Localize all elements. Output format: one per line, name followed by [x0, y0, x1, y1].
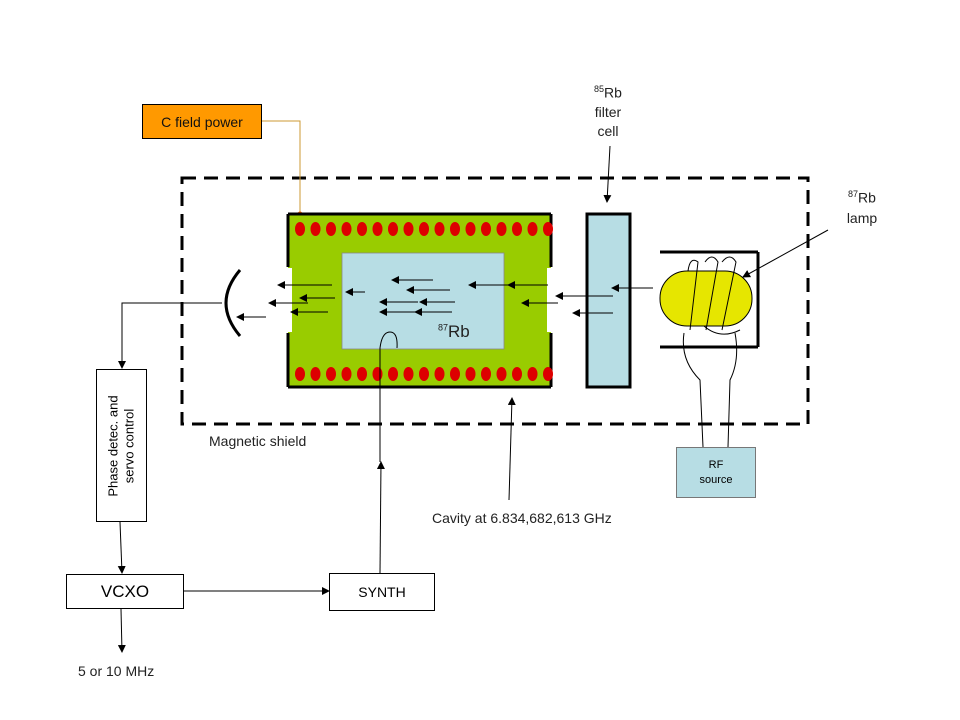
absorption-cell	[341, 252, 505, 350]
coil-dot	[372, 367, 383, 381]
coil-dot	[403, 367, 414, 381]
coil-dot	[310, 222, 321, 236]
cell-isotope: 87	[438, 322, 449, 333]
c-field-power-box: C field power	[142, 104, 262, 139]
magnetic-shield-label: Magnetic shield	[209, 433, 307, 449]
coil-dot	[465, 222, 476, 236]
coil-dot	[295, 367, 305, 381]
lamp-isotope: 87	[848, 189, 859, 199]
synth-to-cavity-arrow	[376, 461, 385, 574]
coil-dot	[310, 367, 321, 381]
coil-dot	[403, 222, 414, 236]
coil-dot	[481, 222, 491, 236]
coil-dot	[357, 222, 367, 236]
rf-source-line2: source	[699, 473, 733, 486]
cavity-label: Cavity at 6.834,682,613 GHz	[432, 510, 612, 526]
servo-to-vcxo-arrow	[117, 521, 126, 574]
vcxo-box: VCXO	[66, 574, 184, 609]
c-field-power-label: C field power	[161, 113, 243, 130]
phase-detector-label: Phase detec. and servo control	[105, 394, 137, 497]
photodetector	[224, 269, 242, 337]
filter-cell-element: Rb	[604, 84, 622, 101]
filter-cell-label: 85Rb filter cell	[578, 80, 638, 141]
coil-dot	[372, 222, 383, 236]
vcxo-label: VCXO	[100, 581, 150, 601]
coil-dot	[388, 367, 398, 381]
vcxo-output-arrow	[117, 608, 126, 653]
rf-source-line1: RF	[708, 458, 724, 471]
coil-dot	[419, 222, 429, 236]
coil-dot	[326, 367, 336, 381]
coil-dot	[341, 222, 352, 236]
phase-detector-box: Phase detec. and servo control	[96, 369, 147, 522]
cavity-label-arrow	[507, 397, 516, 501]
coil-dot	[434, 222, 445, 236]
coil-dot	[434, 367, 445, 381]
filter-cell-line3: cell	[597, 122, 619, 139]
rf-source-box: RF source	[676, 447, 756, 498]
lamp-line2: lamp	[846, 209, 878, 226]
coil-dot	[341, 367, 352, 381]
rb87-lamp-bulb	[659, 256, 753, 448]
coil-dot	[326, 222, 336, 236]
cell-element: Rb	[448, 322, 470, 341]
lamp-housing	[660, 250, 760, 349]
c-field-wire	[262, 120, 301, 214]
coil-dot	[512, 222, 522, 236]
output-frequency-label: 5 or 10 MHz	[78, 663, 155, 679]
coil-dot	[496, 367, 507, 381]
coil-dot	[543, 222, 553, 236]
coil-dot	[450, 222, 460, 236]
coil-dot	[465, 367, 476, 381]
filter-cell	[585, 212, 632, 389]
synth-label: SYNTH	[358, 584, 406, 600]
light-path-arrows	[236, 276, 653, 321]
filter-cell-isotope: 85	[594, 84, 605, 94]
coil-dot	[527, 222, 538, 236]
lamp-element: Rb	[858, 189, 876, 206]
coil-dot	[527, 367, 538, 381]
coil-dot	[543, 367, 553, 381]
coil-dot	[450, 367, 460, 381]
c-field-coil-bottom	[295, 367, 553, 381]
cell-label: 87Rb	[438, 322, 470, 342]
coil-dot	[481, 367, 491, 381]
coil-dot	[496, 222, 507, 236]
detector-signal-wire	[118, 302, 222, 369]
coil-dot	[295, 222, 305, 236]
filter-label-arrow	[603, 145, 612, 203]
c-field-coil-top	[295, 222, 553, 236]
coupling-loop	[379, 331, 398, 462]
coil-dot	[357, 367, 367, 381]
lamp-label: 87Rb lamp	[832, 184, 892, 228]
lamp-label-arrow	[742, 229, 829, 278]
microwave-cavity	[284, 212, 555, 389]
magnetic-shield-outline	[180, 176, 810, 426]
coil-dot	[512, 367, 522, 381]
synth-box: SYNTH	[329, 573, 435, 611]
filter-cell-line2: filter	[594, 103, 622, 120]
coil-dot	[388, 222, 398, 236]
coil-dot	[419, 367, 429, 381]
